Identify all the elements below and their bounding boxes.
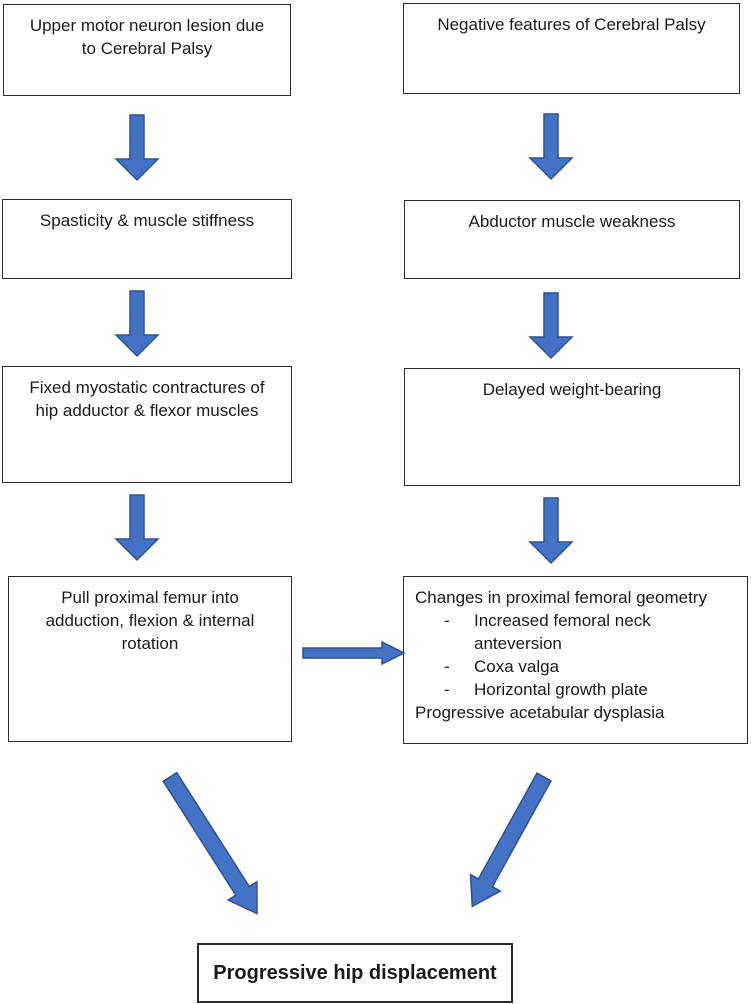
arrow-down-left-icon (469, 772, 553, 908)
box-text-line: rotation (121, 634, 179, 653)
bullet-dash: - (444, 611, 450, 630)
box-spasticity: Spasticity & muscle stiffness (2, 199, 292, 279)
box-fixed-contractures: Fixed myostatic contractures of hip addu… (2, 366, 292, 483)
arrow-down-icon (528, 497, 574, 565)
box-progressive-hip-displacement: Progressive hip displacement (197, 943, 513, 1003)
box-text-line: to Cerebral Palsy (81, 39, 213, 58)
box-text-line: Negative features of Cerebral Palsy (437, 15, 706, 34)
box-text-line: Delayed weight-bearing (482, 380, 662, 399)
arrow-down-icon (114, 494, 160, 562)
bullet-item: - Horizontal growth plate (444, 678, 741, 701)
arrow-down-icon (114, 114, 160, 182)
arrow-down-icon (528, 292, 574, 360)
bullet-text: Increased femoral neck anteversion (474, 611, 651, 653)
box-text-line: Pull proximal femur into (61, 588, 239, 607)
box-text-line: adduction, flexion & internal (45, 611, 255, 630)
box-pull-proximal-femur: Pull proximal femur into adduction, flex… (8, 576, 292, 742)
box-text-line: Upper motor neuron lesion due (29, 16, 265, 35)
arrow-right-icon (302, 641, 406, 665)
bullet-text: Coxa valga (474, 657, 560, 676)
box-text-line: Spasticity & muscle stiffness (39, 211, 255, 230)
bullet-text: Horizontal growth plate (474, 680, 648, 699)
bullet-item: - Increased femoral neck anteversion (444, 609, 741, 655)
box-abductor-weakness: Abductor muscle weakness (404, 200, 740, 279)
bullet-item: - Coxa valga (444, 655, 741, 678)
arrow-down-icon (114, 290, 160, 358)
bullet-dash: - (444, 657, 450, 676)
box-footer-line: Progressive acetabular dysplasia (415, 703, 665, 722)
bullet-dash: - (444, 680, 450, 699)
box-text-line: Abductor muscle weakness (468, 212, 676, 231)
box-text-line: Progressive hip displacement (213, 961, 497, 984)
box-title-line: Changes in proximal femoral geometry (415, 588, 707, 607)
box-upper-motor-neuron-lesion: Upper motor neuron lesion due to Cerebra… (3, 4, 291, 96)
box-text-line: hip adductor & flexor muscles (35, 401, 259, 420)
arrow-down-icon (528, 113, 574, 181)
box-delayed-weight-bearing: Delayed weight-bearing (404, 368, 740, 486)
box-femoral-geometry-changes: Changes in proximal femoral geometry - I… (403, 576, 748, 744)
box-text-line: Fixed myostatic contractures of (29, 378, 265, 397)
arrow-down-right-icon (162, 771, 258, 915)
box-negative-features: Negative features of Cerebral Palsy (403, 3, 740, 94)
